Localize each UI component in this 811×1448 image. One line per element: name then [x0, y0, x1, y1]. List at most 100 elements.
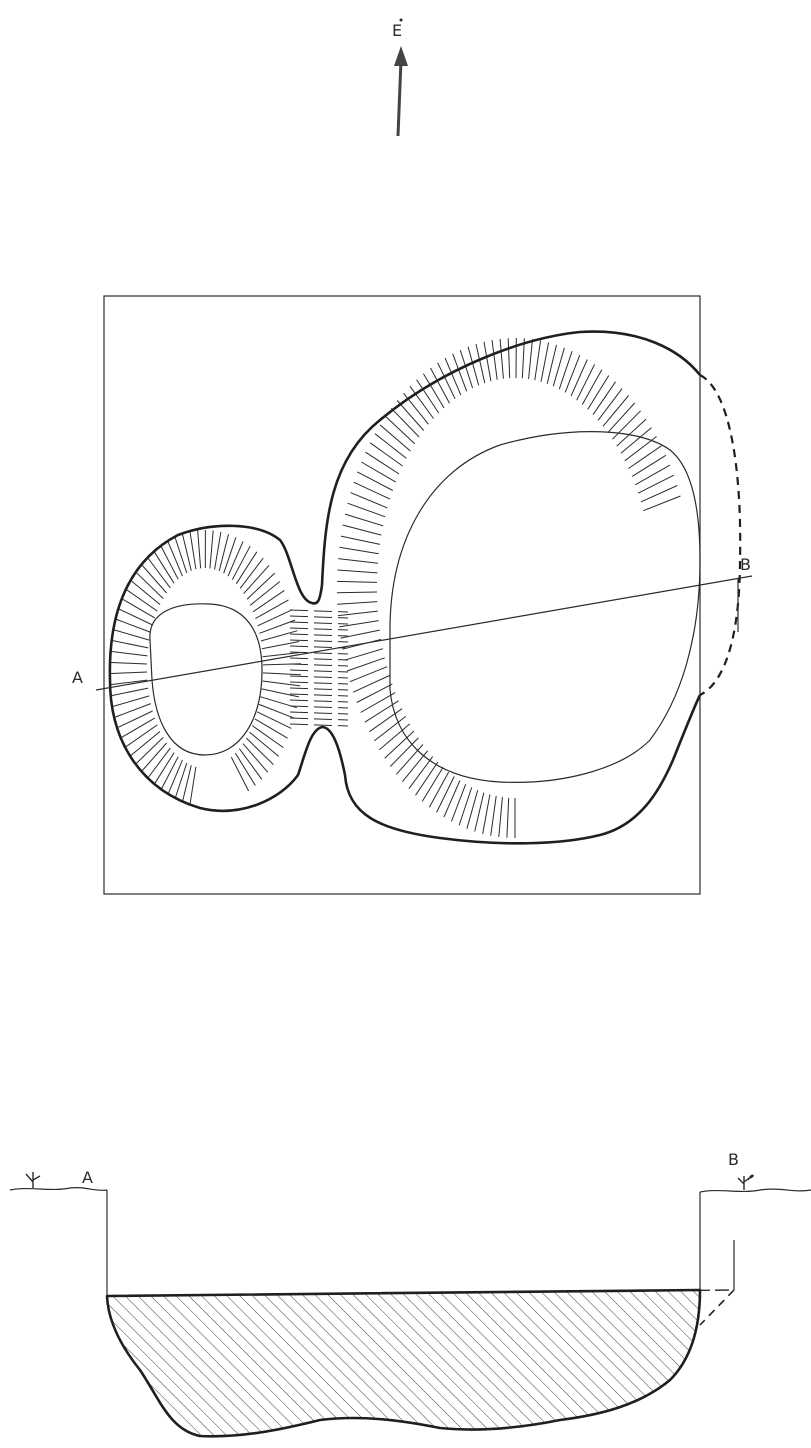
hachure-tick [422, 373, 445, 409]
hachure-tick [612, 410, 641, 440]
fill-top-line [106, 1289, 735, 1297]
hachure-tick [364, 700, 399, 723]
hachure-tick [369, 442, 403, 467]
arrow-head-icon [394, 46, 408, 66]
hachure-tick [118, 710, 153, 728]
hachure-tick [634, 464, 671, 486]
hachure-tick [109, 679, 148, 686]
hachure-tick [347, 502, 386, 518]
slope-hachures [109, 337, 681, 838]
hachure-tick [597, 388, 623, 421]
hachure-tick [238, 748, 263, 780]
hachure-tick [437, 362, 456, 400]
hachure-tick [209, 530, 214, 569]
hachure-tick [346, 657, 385, 672]
hachure-tick [342, 524, 382, 536]
hachure-tick [340, 535, 381, 545]
hachure-tick [339, 620, 379, 628]
hachure-tick [339, 546, 379, 555]
hachure-tick [482, 794, 491, 834]
hachure-tick [374, 433, 407, 459]
hachure-tick [602, 395, 629, 427]
hachure-tick [289, 717, 349, 721]
hachure-tick [587, 375, 610, 410]
hachure-tick [289, 627, 349, 631]
hachure-tick [338, 610, 378, 617]
hachure-tick [474, 792, 485, 832]
section-line [95, 575, 753, 691]
hachure-tick [262, 672, 301, 676]
hachure-tick [130, 580, 161, 605]
hachure-tick [262, 652, 301, 658]
plant-icon [737, 1174, 754, 1190]
section-profile: A B [9, 1150, 811, 1438]
hachure-tick [197, 530, 202, 569]
hachure-tick [338, 558, 379, 564]
hachure-tick [257, 609, 293, 627]
hachure-tick [352, 675, 390, 693]
hachure-tick [528, 339, 533, 380]
hachure-tick [189, 531, 197, 570]
hachure-tick [115, 703, 151, 718]
hachure-tick [459, 349, 474, 389]
hachure-tick [337, 569, 378, 574]
hachure-tick [289, 687, 349, 691]
hachure-tick [344, 648, 384, 661]
hachure-tick [385, 416, 416, 445]
hachure-tick [260, 630, 298, 642]
hachure-tick [389, 737, 419, 767]
ground-surface-left [9, 1186, 108, 1192]
plan-frame [103, 295, 701, 895]
hachure-tick [242, 743, 269, 773]
hachure-tick [570, 359, 588, 397]
hachure-tick [421, 767, 444, 802]
hachure-tick [174, 762, 188, 800]
hachure-tick [643, 495, 681, 512]
large-pit-lower-edge [343, 694, 702, 845]
hachure-tick [467, 346, 480, 386]
hachure-tick [289, 657, 349, 661]
hachure-tick [109, 650, 148, 657]
hachure-tick [490, 795, 497, 836]
hachure-tick [576, 364, 596, 401]
hachure-tick [135, 737, 164, 765]
hachure-tick [499, 338, 504, 379]
hachure-tick [628, 445, 662, 469]
hachure-tick [258, 703, 295, 719]
hachure-tick [546, 344, 557, 384]
hachure-tick [141, 564, 167, 594]
hachure-tick [378, 723, 411, 751]
hachure-tick [261, 641, 300, 650]
hachure-tick [491, 340, 498, 380]
hachure-tick [289, 651, 349, 655]
hachure-tick [214, 531, 222, 570]
hachure-tick [125, 724, 158, 748]
hachure-tick [110, 687, 149, 697]
hachure-tick [395, 744, 424, 775]
hachure-tick [121, 717, 156, 738]
hachure-tick [289, 711, 349, 715]
hachure-tick [340, 629, 380, 639]
large-pit-edge-uncertain [699, 374, 742, 696]
hachure-tick [336, 591, 378, 594]
ground-surface-right [699, 1188, 811, 1193]
hachure-tick [239, 557, 264, 589]
hachure-tick [430, 367, 450, 404]
hachure-tick [616, 418, 647, 447]
hachure-tick [109, 671, 148, 675]
small-pit-inner-bottom [149, 603, 263, 756]
hachure-tick [249, 731, 280, 757]
hachure-tick [234, 752, 256, 786]
hachure-tick [581, 369, 603, 405]
large-pit-inner-bottom [389, 431, 701, 783]
hachure-tick [147, 747, 171, 779]
hachure-tick [640, 485, 678, 503]
hachure-tick [261, 688, 300, 698]
hachure-tick [153, 752, 175, 786]
hachure-tick [121, 598, 156, 619]
hachure-tick [483, 341, 492, 382]
hachure-tick [254, 718, 288, 739]
hachure-tick [350, 492, 388, 509]
fill-deposit [105, 1288, 702, 1438]
hachure-tick [141, 742, 167, 772]
